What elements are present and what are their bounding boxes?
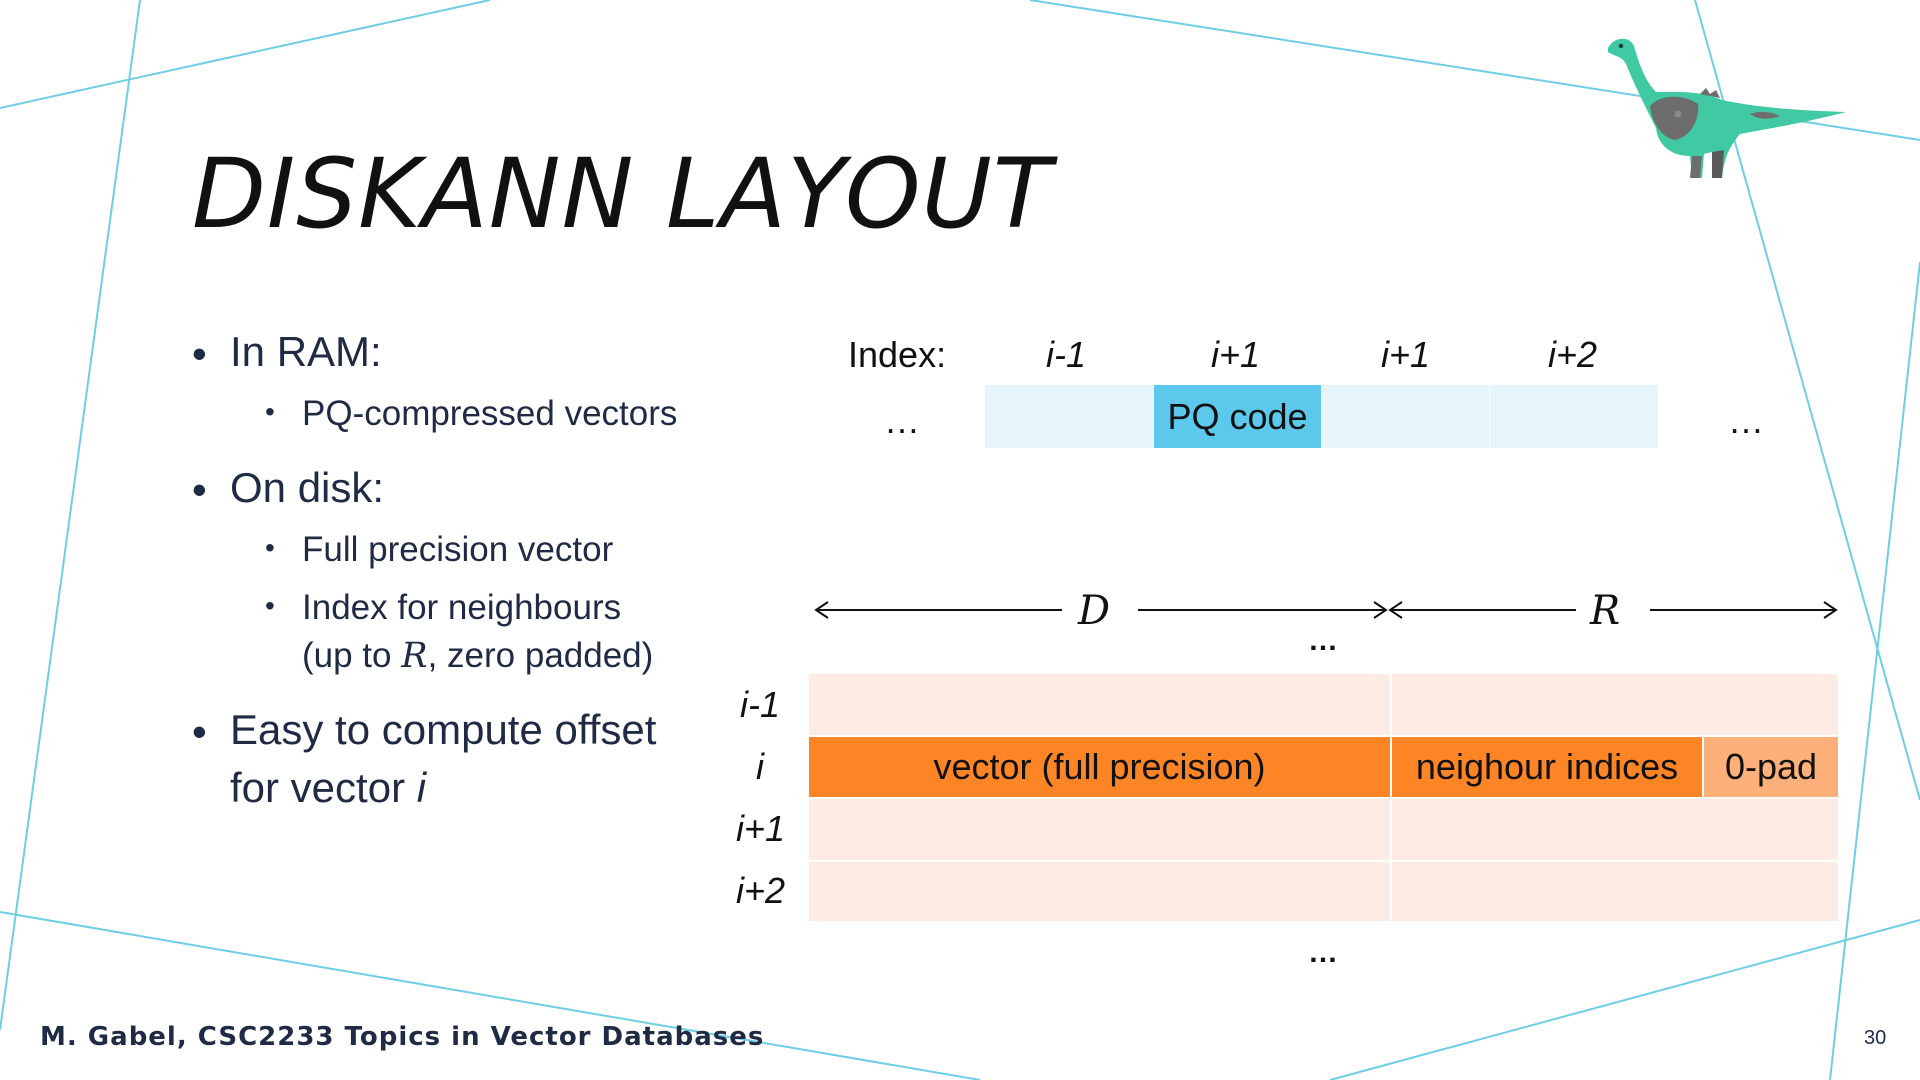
index-label: Index: (848, 334, 947, 375)
bullet-marker: • (192, 330, 207, 377)
row-label: i+1 (736, 808, 786, 849)
bullet-index-neighbours: Index for neighbours (302, 588, 622, 627)
math-var-i: i (416, 764, 427, 811)
ram-cell-empty (1490, 385, 1658, 448)
dimension-arrows (814, 601, 1838, 619)
disk-cell-neighbour-indices: neighour indices (1392, 737, 1702, 797)
bullet-marker: • (265, 532, 275, 563)
bullet-easy-offset-line2: for vector i (230, 764, 426, 812)
disk-cell-neighbours-empty (1392, 862, 1838, 921)
row-label: i (756, 746, 764, 787)
ellipsis-right: … (1728, 400, 1764, 441)
dimension-label-r: R (1590, 588, 1621, 634)
row-label: i+2 (736, 870, 786, 911)
disk-cell-vector-empty (809, 674, 1390, 735)
ellipsis-bottom: … (1308, 936, 1338, 969)
ellipsis-left: … (884, 400, 920, 441)
dimension-label-d: D (1078, 588, 1111, 634)
text-segment: , zero padded) (427, 636, 654, 675)
page-number: 30 (1864, 1027, 1887, 1049)
row-label: i-1 (740, 684, 781, 725)
ellipsis-top: … (1308, 624, 1338, 657)
math-var-r: R (401, 636, 428, 676)
bullet-index-neighbours-line2: (up to R, zero padded) (302, 636, 653, 676)
bullet-marker: • (265, 396, 275, 427)
footer-credit: M. Gabel, CSC2233 Topics in Vector Datab… (40, 1022, 765, 1052)
text-segment: (up to (302, 636, 402, 675)
index-header: i-1 (1046, 334, 1087, 375)
bullet-marker: • (192, 708, 207, 755)
disk-cell-neighbours-empty (1392, 674, 1838, 735)
bullet-full-precision: Full precision vector (302, 530, 614, 569)
bullet-pq-compressed: PQ-compressed vectors (302, 394, 678, 433)
ram-cell-pq-code: PQ code (1154, 385, 1321, 448)
ram-cell-empty (1322, 385, 1489, 448)
disk-cell-vector-empty (809, 799, 1390, 860)
dinosaur-icon (1608, 38, 1846, 178)
ram-cell-empty (985, 385, 1153, 448)
bullet-marker: • (265, 590, 275, 621)
bullet-marker: • (192, 466, 207, 513)
slide-title: DISKANN LAYOUT (192, 138, 1053, 250)
index-header: i+1 (1211, 334, 1261, 375)
bullet-in-ram: In RAM: (230, 328, 382, 375)
disk-cell-vector: vector (full precision) (809, 737, 1390, 797)
disk-cell-vector-empty (809, 862, 1390, 921)
index-header: i+1 (1381, 334, 1431, 375)
text-segment: for vector (230, 764, 417, 811)
index-header: i+2 (1548, 334, 1598, 375)
bullet-on-disk: On disk: (230, 464, 385, 511)
disk-cell-zero-pad: 0-pad (1704, 737, 1838, 797)
disk-cell-neighbours-empty (1392, 799, 1838, 860)
bullet-easy-offset: Easy to compute offset (230, 706, 657, 753)
